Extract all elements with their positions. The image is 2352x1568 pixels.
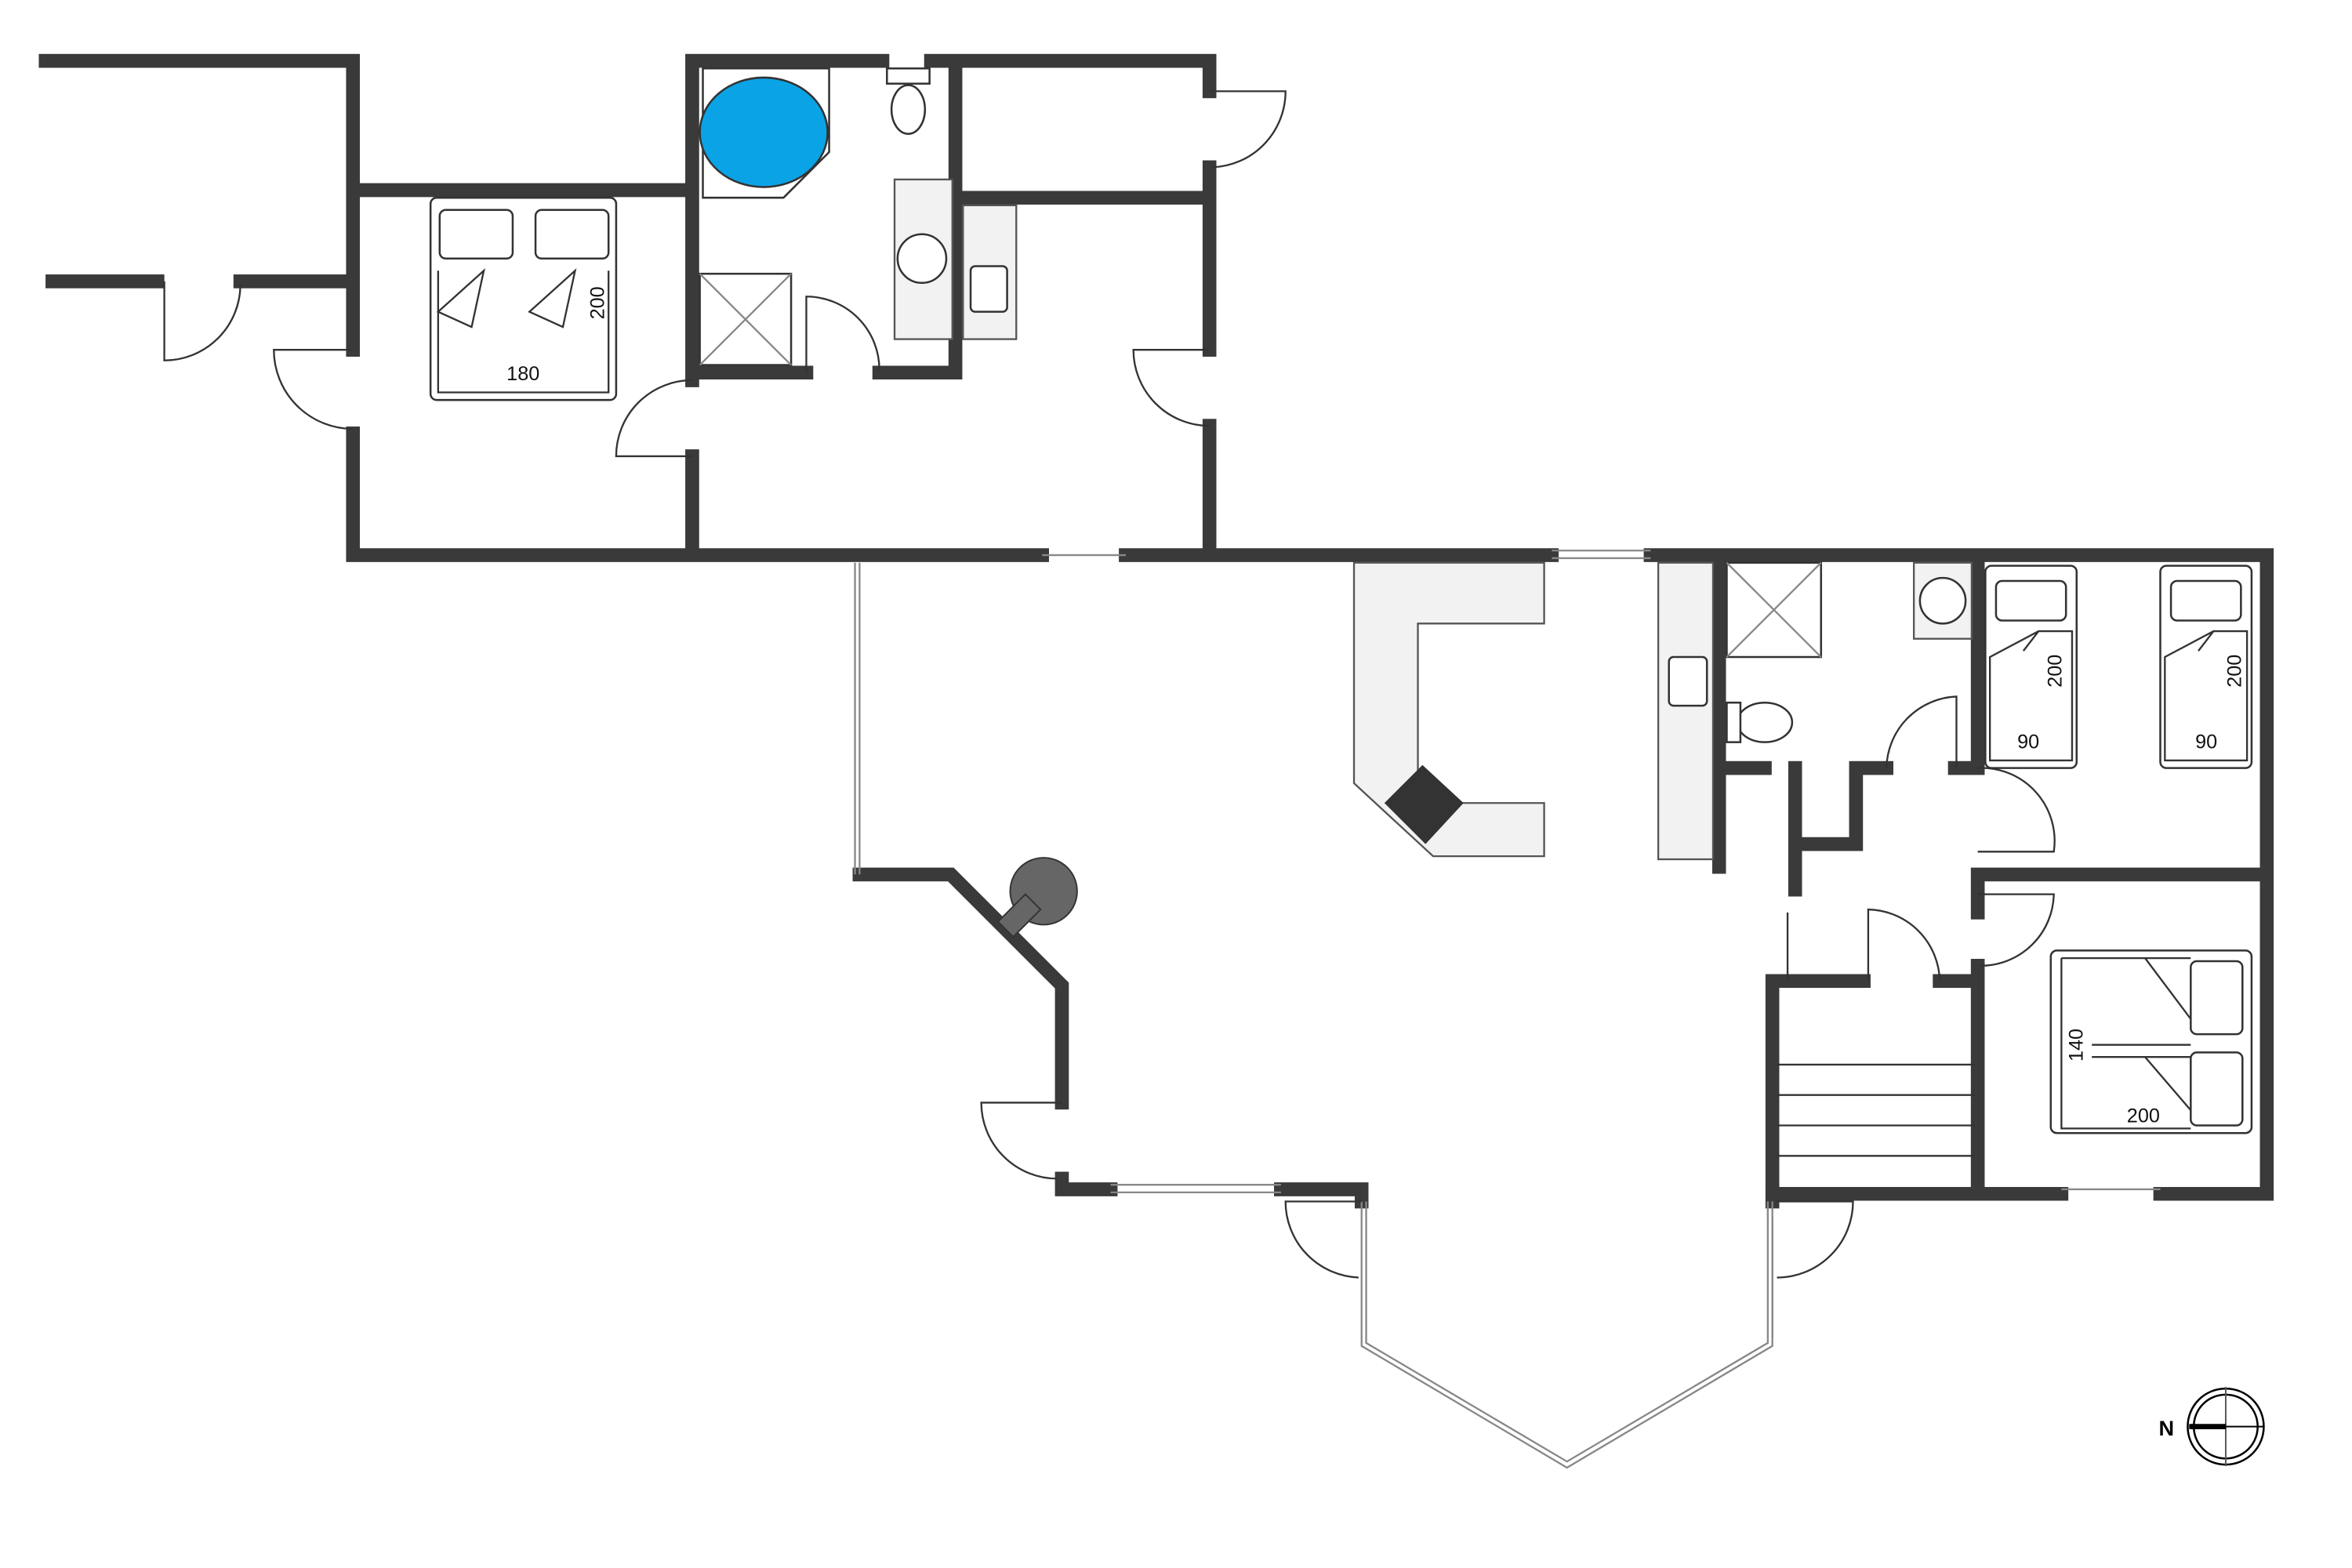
sink-icon [969, 265, 1008, 313]
bed-width-label: 90 [2017, 731, 2039, 753]
bed-width-label: 180 [506, 363, 539, 385]
bed-length-label: 200 [2223, 655, 2245, 688]
compass-icon: N [2159, 1387, 2265, 1467]
sink-icon [896, 233, 948, 285]
bed-length-label: 200 [2044, 655, 2066, 688]
sink-icon [1918, 576, 1967, 625]
bed-length-label: 200 [586, 286, 608, 319]
double-bed-180: 180 200 [429, 196, 618, 401]
bathtub-icon [699, 76, 829, 188]
doors [163, 90, 2056, 1279]
double-bed-140: 200 140 [2049, 949, 2253, 1134]
windows [854, 550, 2161, 1469]
single-bed-1: 90 200 [1984, 564, 2078, 769]
toilet-icon [1736, 701, 1794, 743]
bed-length-label: 140 [2066, 1029, 2088, 1062]
walls [38, 61, 2274, 1202]
single-bed-2: 90 200 [2159, 564, 2253, 769]
bathroom-fixtures [699, 67, 1973, 861]
bed-width-label: 200 [2127, 1105, 2160, 1127]
kitchen [996, 561, 1545, 938]
sink-icon [1668, 655, 1708, 707]
wood-stove-icon [996, 857, 1078, 938]
stove-icon [1384, 764, 1464, 844]
beds: 180 200 90 200 90 200 200 140 [429, 196, 2253, 1134]
toilet-icon [890, 84, 927, 135]
bed-width-label: 90 [2195, 731, 2217, 753]
stairs [1777, 1063, 1975, 1157]
compass-north-label: N [2159, 1416, 2175, 1440]
